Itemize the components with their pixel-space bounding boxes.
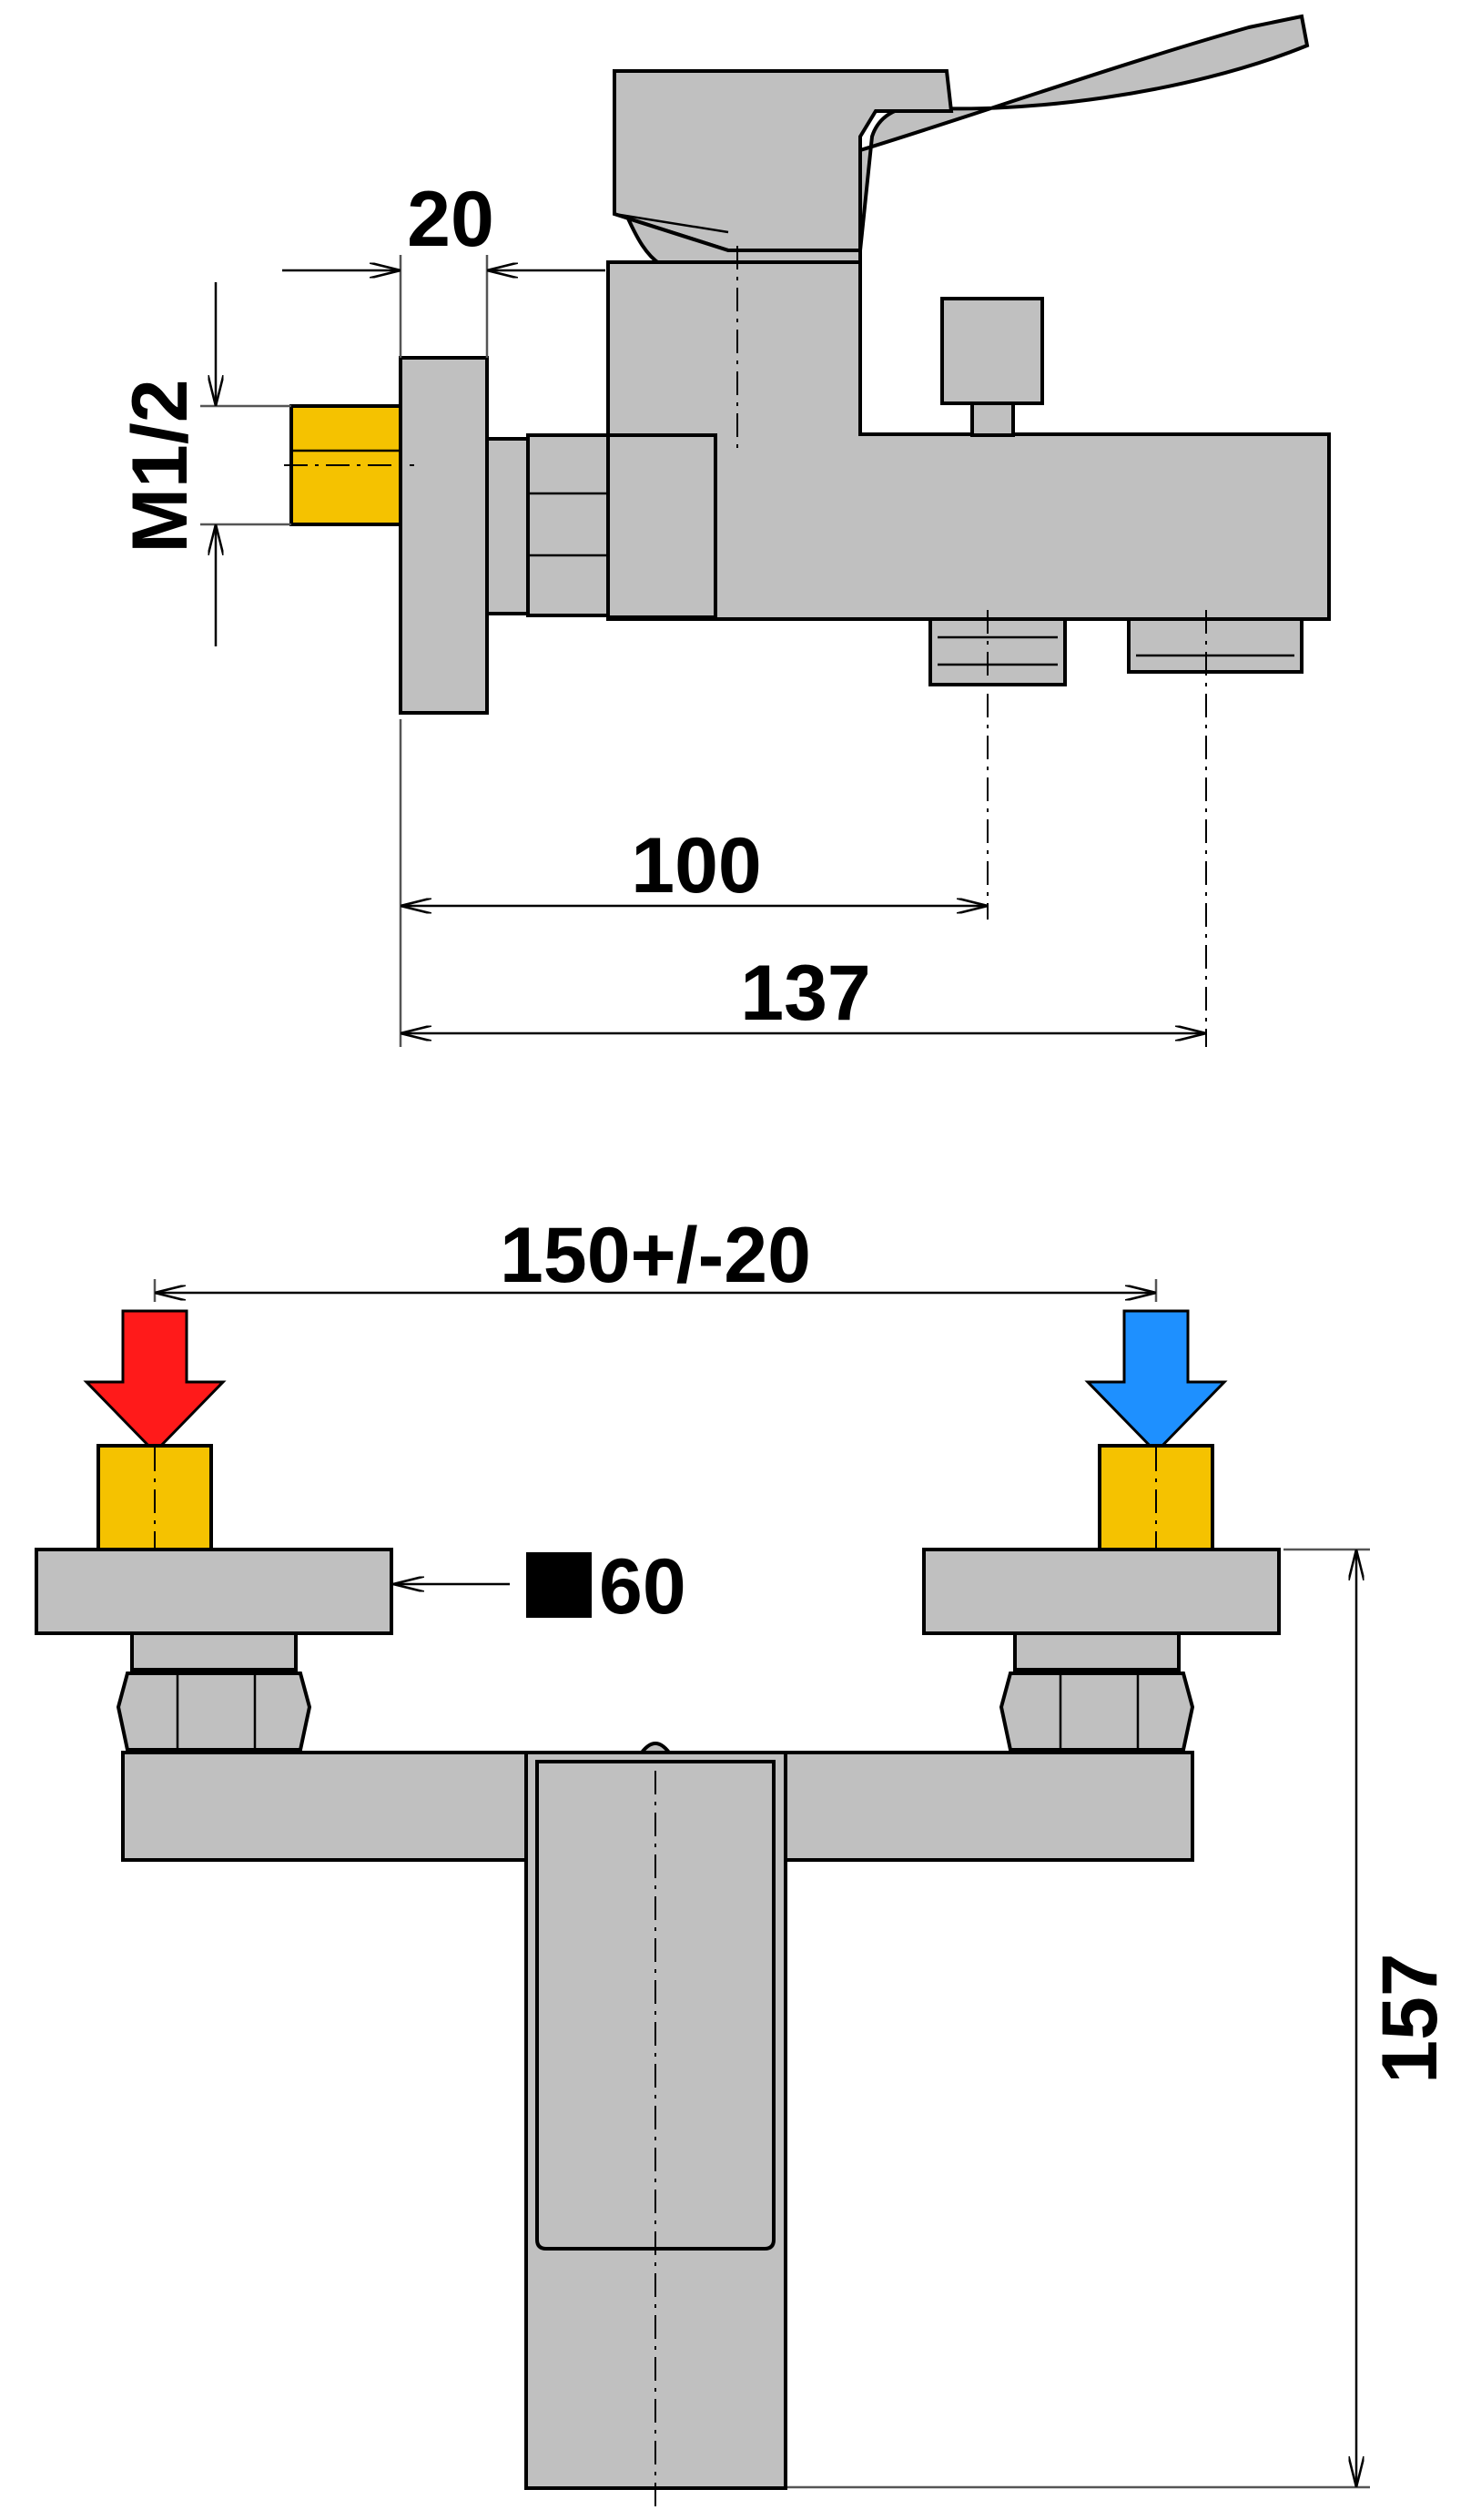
left-wall-flange (35, 1548, 393, 1635)
dim-thread: M1/2 (117, 379, 204, 553)
cartridge-neck (624, 215, 862, 266)
nut-collar (485, 437, 530, 615)
diverter-knob (940, 297, 1044, 405)
body-inner-block (606, 433, 717, 619)
handle-cap (613, 69, 954, 252)
side-view: 20 M1/2 100 137 (117, 14, 1331, 1047)
square-symbol (526, 1552, 592, 1618)
right-nut-collar (1013, 1631, 1181, 1672)
dim-flange-thickness: 20 (407, 176, 494, 263)
right-wall-flange (922, 1548, 1281, 1635)
spout-center-dot (637, 1742, 674, 1754)
dim-overall-length: 157 (1366, 1953, 1454, 2084)
right-hex-nut (999, 1672, 1195, 1752)
dim-overall-depth: 137 (740, 950, 871, 1037)
wall-flange-side (399, 356, 489, 715)
top-view: 150+/-20 60 15 (35, 1212, 1454, 2513)
union-nut (526, 433, 610, 617)
cold-inlet-arrow (1084, 1309, 1228, 1455)
outlet-connector (928, 617, 1067, 686)
dim-center-distance: 150+/-20 (500, 1212, 811, 1299)
shower-connector (1127, 617, 1304, 674)
dim-flange-square: 60 (599, 1543, 686, 1631)
left-nut-collar (130, 1631, 298, 1672)
dim-to-outlet: 100 (631, 822, 762, 909)
diverter-stem (970, 401, 1015, 437)
hot-inlet-arrow (83, 1309, 227, 1455)
spout-cover (535, 1760, 776, 2251)
left-hex-nut (116, 1672, 312, 1752)
